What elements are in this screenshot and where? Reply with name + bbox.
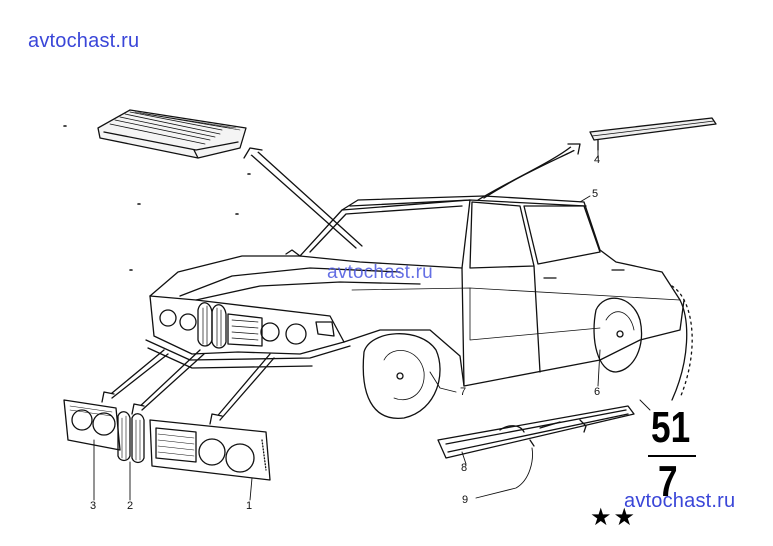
watermark-bottom: avtochast.ru — [624, 490, 736, 512]
headlight-surround-left-part-3 — [63, 399, 121, 451]
callout-4: 4 — [594, 154, 601, 166]
watermark-middle: avtochast.ru — [327, 262, 433, 283]
leader-arrows-top — [243, 143, 581, 249]
callout-1: 1 — [246, 500, 253, 512]
group-number-major: 51 — [651, 403, 691, 452]
top-vent-panel — [97, 109, 247, 159]
watermark-top: avtochast.ru — [28, 30, 140, 52]
car-body — [63, 125, 693, 419]
kidney-grille-part-2 — [117, 411, 145, 464]
callout-2: 2 — [127, 500, 134, 512]
callout-5: 5 — [592, 188, 599, 200]
callout-9: 9 — [462, 494, 469, 506]
group-number-minor: 7 — [658, 457, 678, 506]
callout-8: 8 — [461, 462, 468, 474]
trim-strip-part-4 — [589, 117, 717, 151]
stars-mark: ★★ — [590, 503, 638, 531]
rear-panel-part-8 — [437, 405, 635, 459]
callout-7: 7 — [460, 386, 467, 398]
callout-3: 3 — [90, 500, 97, 512]
callout-leaders — [93, 147, 651, 501]
grille-headlight-surround-part-1 — [149, 419, 271, 481]
leader-arrows-bottom — [101, 349, 275, 425]
callout-6: 6 — [594, 386, 601, 398]
